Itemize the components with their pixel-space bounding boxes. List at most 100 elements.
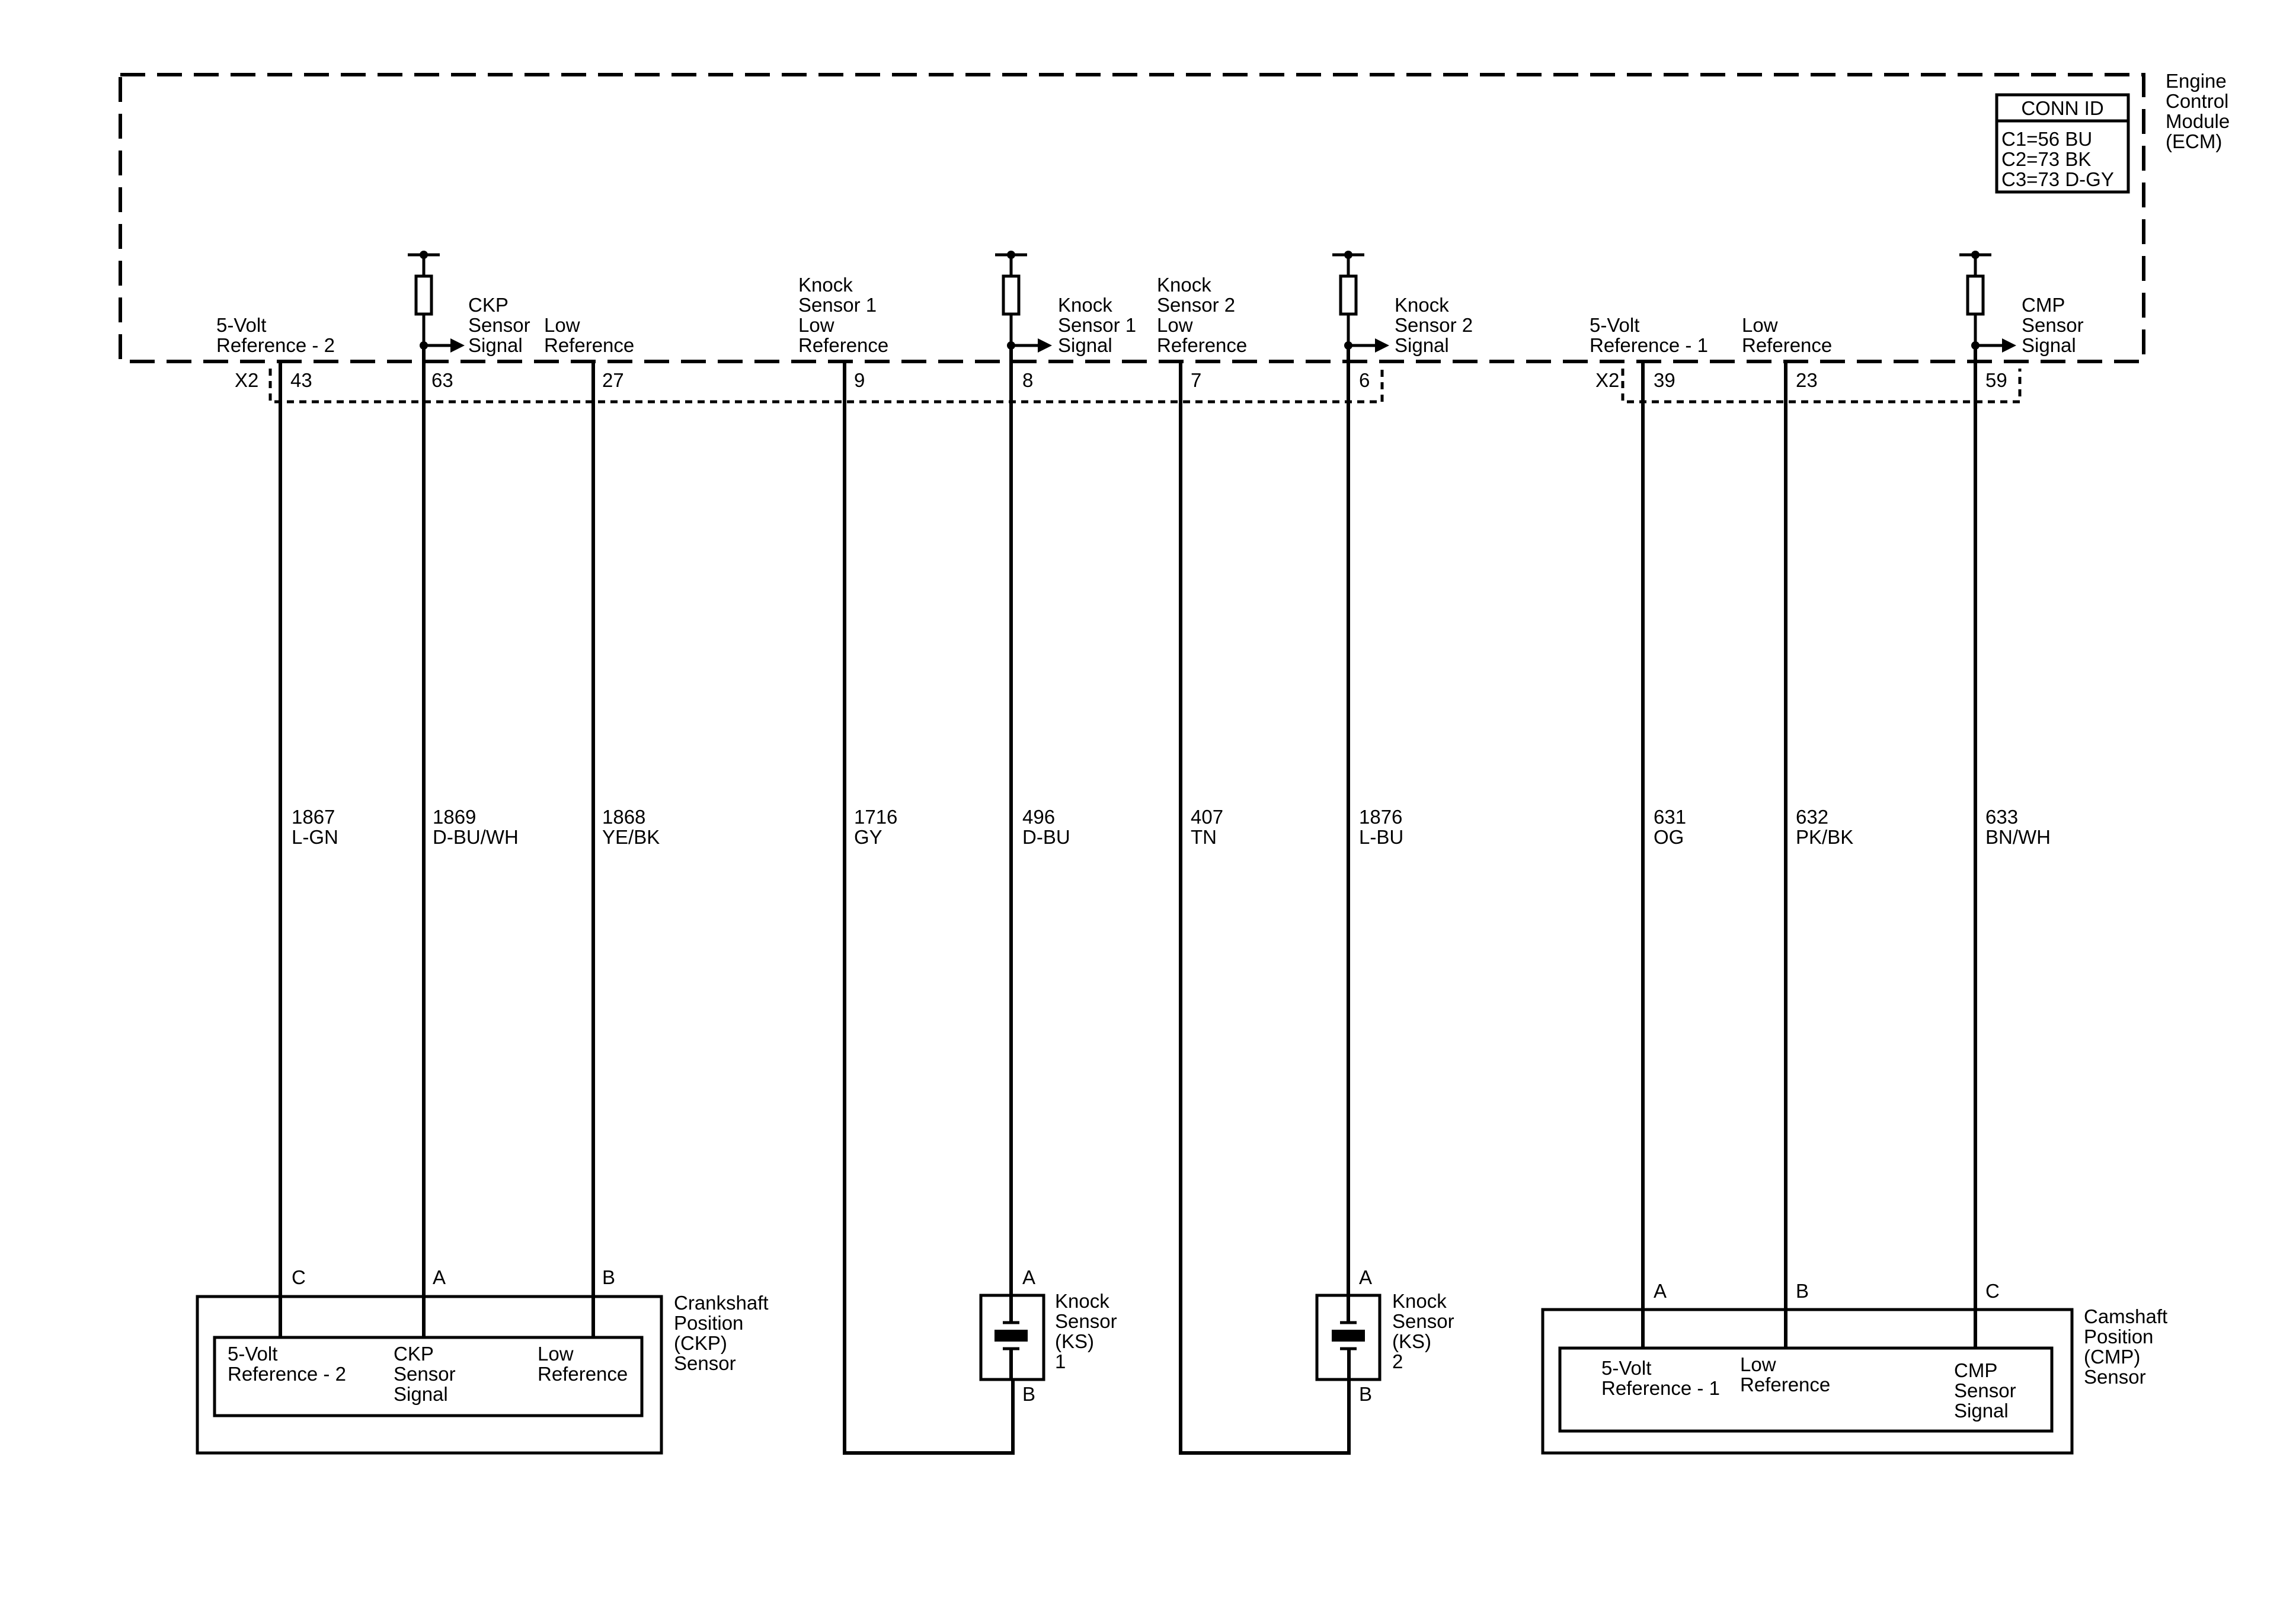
sensor-name-label: 2	[1392, 1350, 1403, 1372]
pull-up-resistor-ckp	[408, 251, 465, 353]
pin-function-label: Signal	[2022, 334, 2076, 356]
pin-number: 63	[431, 369, 453, 391]
sensor-pin-label: B	[1796, 1280, 1809, 1302]
pull-up-resistor-ks1	[995, 251, 1052, 353]
sensor-pin-label: B	[1359, 1383, 1372, 1405]
sensor-function-label: 5-Volt	[228, 1343, 277, 1365]
wire-color: L-GN	[292, 826, 338, 848]
circuit-number: 1716	[854, 806, 897, 828]
sensor-name-label: Camshaft	[2084, 1305, 2167, 1327]
circuit-number: 1867	[292, 806, 335, 828]
pin-function-label: Signal	[468, 334, 523, 356]
sensor-function-label: Reference - 2	[228, 1363, 346, 1385]
pin-function-label: Reference - 1	[1590, 334, 1708, 356]
pin-function-label: Knock	[798, 274, 853, 296]
circuit-number: 631	[1654, 806, 1686, 828]
ecm-pin-functions: 5-Volt Reference - 2 CKP Sensor Signal L…	[216, 274, 2084, 356]
pin-number: 27	[602, 369, 624, 391]
ecm-label-line: Control	[2166, 90, 2228, 112]
cmp-sensor: A B C 5-Volt Reference - 1 Low Reference…	[1541, 1280, 2167, 1455]
sensor-function-label: 5-Volt	[1601, 1357, 1651, 1379]
conn-id-row: C1=56 BU	[2001, 128, 2092, 150]
pin-function-label: Sensor 2	[1395, 314, 1473, 336]
sensor-pin-label: C	[292, 1266, 306, 1288]
pull-up-resistor-ks2	[1332, 251, 1389, 353]
pin-function-label: Reference	[544, 334, 634, 356]
pin-function-label: 5-Volt	[216, 314, 266, 336]
wire-color: YE/BK	[602, 826, 660, 848]
sensor-function-label: Low	[538, 1343, 574, 1365]
pin-number: 39	[1654, 369, 1675, 391]
sensor-function-label: Signal	[1954, 1400, 2009, 1422]
ecm-label: Engine Control Module (ECM)	[2166, 70, 2230, 152]
sensor-function-label: CKP	[394, 1343, 434, 1365]
sensor-name-label: (CMP)	[2084, 1346, 2140, 1368]
pin-function-label: Sensor	[468, 314, 530, 336]
pin-function-label: Knock	[1058, 294, 1112, 316]
circuit-number: 633	[1985, 806, 2018, 828]
sensor-pin-label: B	[602, 1266, 615, 1288]
connector-label: X2	[235, 369, 258, 391]
pin-number: 6	[1359, 369, 1370, 391]
pin-function-label: Reference - 2	[216, 334, 335, 356]
sensor-pin-label: A	[1654, 1280, 1667, 1302]
pin-function-label: Reference	[798, 334, 888, 356]
sensor-function-label: Reference	[1740, 1374, 1830, 1395]
ckp-sensor: C A B 5-Volt Reference - 2 CKP Sensor Si…	[196, 1266, 769, 1455]
sensor-function-label: Reference	[538, 1363, 628, 1385]
sensor-name-label: (KS)	[1392, 1330, 1431, 1352]
circuit-number: 407	[1191, 806, 1223, 828]
pin-function-label: Low	[1742, 314, 1778, 336]
sensor-function-label: Reference - 1	[1601, 1377, 1720, 1399]
wire-color: TN	[1191, 826, 1217, 848]
sensor-pin-label: B	[1022, 1383, 1035, 1405]
wire-color: D-BU	[1022, 826, 1070, 848]
sensor-name-label: Position	[2084, 1326, 2153, 1347]
pin-function-label: Low	[544, 314, 580, 336]
ecm-label-line: Engine	[2166, 70, 2227, 92]
sensor-pin-label: C	[1985, 1280, 2000, 1302]
wires	[279, 345, 1977, 1455]
pin-function-label: Low	[798, 314, 834, 336]
pin-function-label: CMP	[2022, 294, 2065, 316]
conn-id-title: CONN ID	[2021, 97, 2103, 119]
sensor-name-label: (KS)	[1055, 1330, 1094, 1352]
pin-function-label: Signal	[1058, 334, 1112, 356]
sensor-function-label: Sensor	[394, 1363, 456, 1385]
knock-sensor-1: A B Knock Sensor (KS) 1	[979, 1266, 1117, 1405]
sensor-name-label: Knock	[1392, 1290, 1447, 1312]
pin-function-label: Low	[1157, 314, 1193, 336]
pin-function-label: Knock	[1395, 294, 1449, 316]
sensor-function-label: Sensor	[1954, 1379, 2016, 1401]
sensor-pin-label: A	[433, 1266, 446, 1288]
pin-number: 23	[1796, 369, 1818, 391]
connector-label: X2	[1595, 369, 1619, 391]
conn-id-table: CONN ID C1=56 BU C2=73 BK C3=73 D-GY	[1995, 93, 2130, 194]
wire-color: D-BU/WH	[433, 826, 519, 848]
pin-function-label: CKP	[468, 294, 509, 316]
wire-color: OG	[1654, 826, 1684, 848]
circuit-number: 632	[1796, 806, 1828, 828]
pin-number: 43	[290, 369, 312, 391]
pin-function-label: Reference	[1157, 334, 1247, 356]
sensor-function-label: CMP	[1954, 1359, 1997, 1381]
wire-color: BN/WH	[1985, 826, 2051, 848]
pin-function-label: Sensor 2	[1157, 294, 1235, 316]
sensor-function-label: Signal	[394, 1383, 448, 1405]
circuit-number: 496	[1022, 806, 1055, 828]
knock-sensor-2: A B Knock Sensor (KS) 2	[1315, 1266, 1454, 1405]
pin-function-label: Knock	[1157, 274, 1211, 296]
sensor-name-label: Sensor	[1055, 1310, 1117, 1332]
connector-x2-right	[1621, 369, 2022, 404]
ecm-label-line: Module	[2166, 110, 2230, 132]
circuit-number: 1868	[602, 806, 645, 828]
wire-407	[1179, 361, 1351, 1455]
sensor-name-label: (CKP)	[674, 1332, 727, 1354]
ecm-boundary	[119, 73, 2145, 363]
ecm-pin-numbers: 43 63 27 9 8 7 6 39 23 59	[290, 369, 2007, 391]
pull-up-resistor-cmp	[1959, 251, 2016, 353]
circuit-labels: 1867 L-GN 1869 D-BU/WH 1868 YE/BK 1716 G…	[292, 806, 2051, 848]
pin-function-label: Sensor	[2022, 314, 2084, 336]
pin-number: 8	[1022, 369, 1033, 391]
